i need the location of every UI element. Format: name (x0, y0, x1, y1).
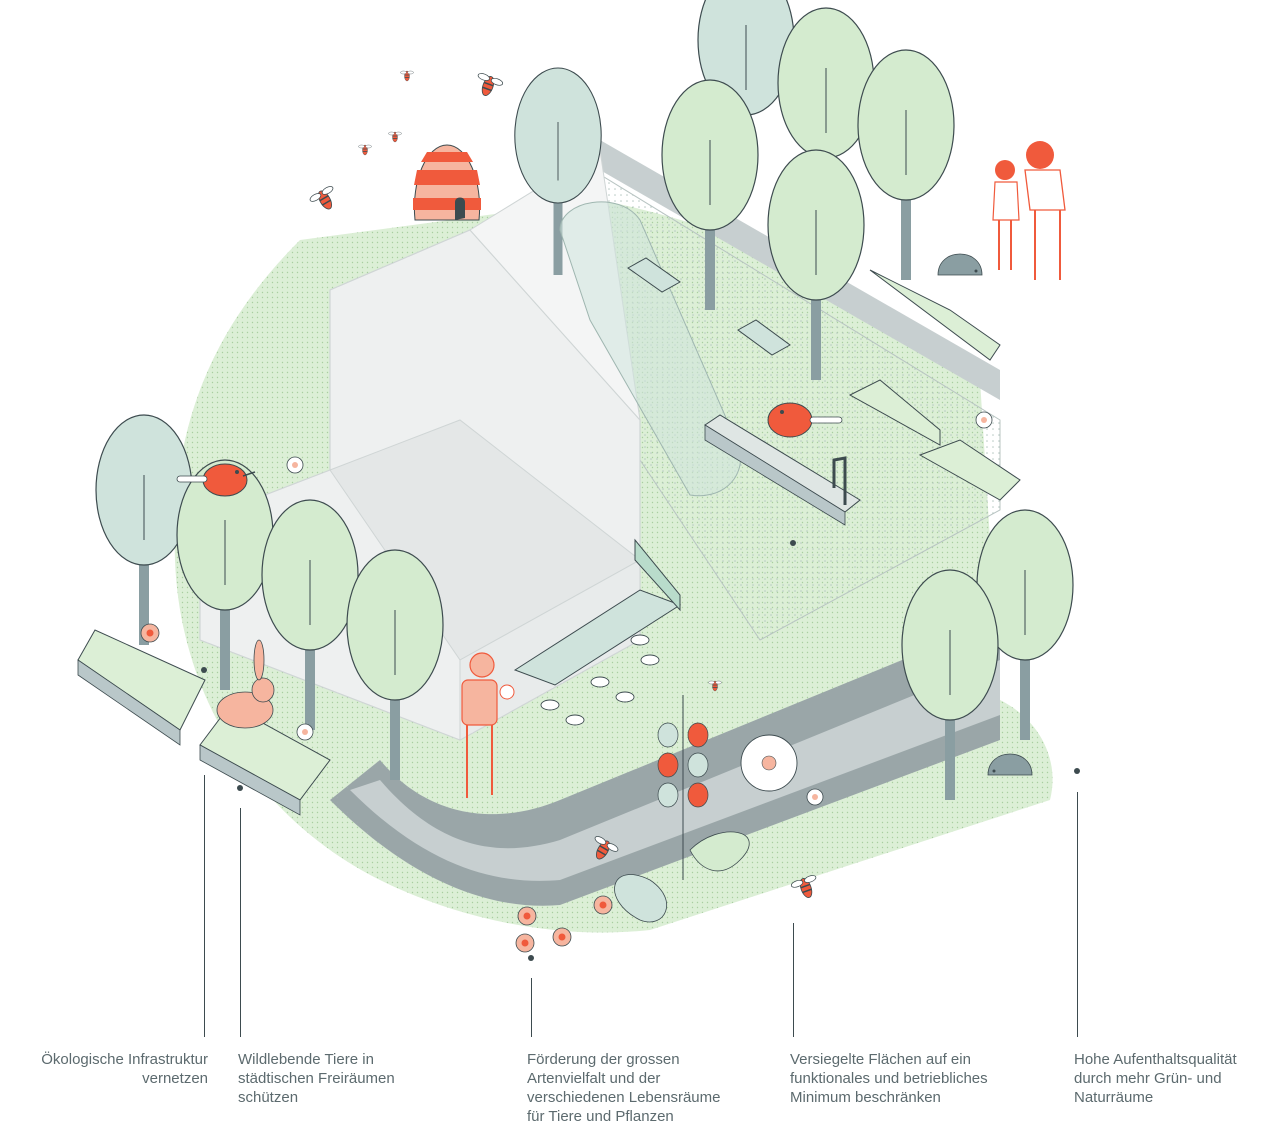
leader-line (204, 775, 205, 1037)
caption-artenvielfalt: Förderung der grossen Artenvielfalt und … (527, 1051, 721, 1125)
bee-icon (471, 71, 505, 101)
bee-icon (358, 144, 372, 156)
leader-dot (237, 785, 243, 791)
leader-dot (1074, 768, 1080, 774)
fountain-icon (704, 414, 861, 526)
flower-icon (140, 411, 993, 953)
leader-line (793, 923, 794, 1037)
road-lane (350, 660, 1000, 881)
tall-plant (614, 695, 750, 923)
rabbit-icon (216, 639, 275, 729)
cafe-table-icon (540, 634, 660, 726)
caption-infrastruktur: Ökologische Infrastruktur vernetzen (41, 1051, 208, 1087)
leader-dot (790, 540, 796, 546)
planter-right-3 (869, 269, 1001, 361)
planter-right-1 (848, 379, 941, 446)
leader-line (531, 978, 532, 1037)
hedgehog-icon (937, 253, 983, 276)
person-icon (1024, 141, 1066, 280)
bench-icon (627, 257, 791, 356)
tree-icon (857, 49, 955, 281)
leader-line (240, 808, 241, 1037)
planter-right-2 (918, 439, 1021, 501)
caption-aufenthaltsqualitaet: Hohe Aufenthaltsqualität durch mehr Grün… (1074, 1051, 1237, 1106)
caption-tiere: Wildlebende Tiere in städtischen Freiräu… (238, 1051, 395, 1106)
caption-versiegelte-flaechen: Versiegelte Flächen auf ein funktionales… (790, 1051, 988, 1106)
leader-dot (201, 667, 207, 673)
pergola (559, 201, 742, 497)
bee-icon (400, 70, 414, 82)
person-icon (461, 652, 515, 798)
leader-dot (528, 955, 534, 961)
bee-icon (307, 184, 343, 216)
hedgehog-icon (987, 753, 1033, 776)
bee-icon (388, 131, 402, 143)
beehive-icon (413, 144, 481, 221)
leader-line (1077, 792, 1078, 1037)
bird-icon (176, 463, 256, 497)
person-icon (992, 160, 1020, 270)
bird-icon (767, 402, 843, 438)
